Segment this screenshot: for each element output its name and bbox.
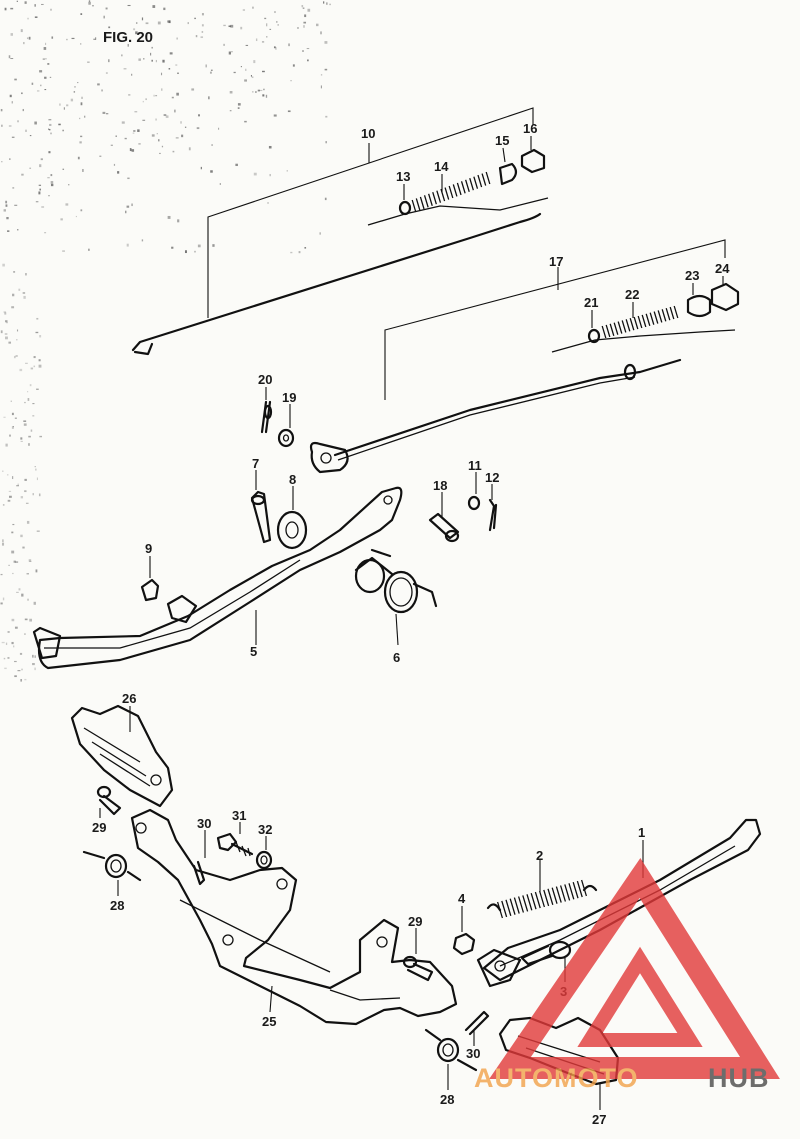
callout-20: 20 [258,372,272,387]
callout-16: 16 [523,121,537,136]
brake-rod-17 [309,239,740,474]
spring-22 [601,305,679,339]
nut-4 [452,932,476,956]
cotter-pin-20 [260,400,273,434]
scan-noise [0,0,331,682]
callout-4: 4 [458,891,466,906]
pin-18 [428,512,460,543]
callout-5: 5 [250,644,257,659]
watermark-triangle-outer [489,857,780,1079]
callout-2: 2 [536,848,543,863]
cotter-30-right [464,1010,490,1036]
nut-32 [255,850,273,870]
spring-14 [411,171,491,213]
callout-28-left: 28 [110,898,124,913]
callout-12: 12 [485,470,499,485]
callout-13: 13 [396,169,410,184]
callout-17: 17 [549,254,563,269]
callout-14: 14 [434,159,449,174]
callout-29-left: 29 [92,820,106,835]
callout-27: 27 [592,1112,606,1127]
callout-21: 21 [584,295,598,310]
watermark-triangle-inner [577,946,703,1047]
callout-1: 1 [638,825,645,840]
watermark-logo: AUTOMOTO HUB [474,857,780,1093]
callout-10: 10 [361,126,375,141]
brake-pedal-5 [32,486,403,670]
callout-28-right: 28 [440,1092,454,1107]
figure-title: FIG. 20 [103,29,153,46]
footrest-bracket-25 [130,808,458,1026]
callout-19: 19 [282,390,296,405]
cotter-pin-12 [488,498,498,532]
callout-labels: 1 2 3 4 5 6 7 8 9 10 11 12 13 14 15 16 1… [92,121,730,1127]
joint-15 [498,162,518,186]
joint-23 [686,294,712,318]
watermark-text-automoto: AUTOMOTO [474,1063,639,1093]
return-spring-6 [370,548,438,614]
spring-2 [486,879,598,919]
callout-15: 15 [495,133,509,148]
spring-28-right [424,1028,478,1072]
nut-13 [398,200,412,216]
callout-25: 25 [262,1014,276,1029]
bolt-31 [216,832,254,857]
callout-6: 6 [393,650,400,665]
callout-8: 8 [289,472,296,487]
callout-30-left: 30 [197,816,211,831]
nut-21 [587,328,601,344]
callout-18: 18 [433,478,447,493]
washer-19 [277,428,295,448]
callout-31: 31 [232,808,246,823]
pin-29-left [96,785,122,816]
footrest-26 [70,704,174,808]
spring-28-left [82,850,142,882]
washer-8 [276,510,308,550]
pin-29-right [402,955,434,982]
washer-11 [467,495,481,511]
callout-23: 23 [685,268,699,283]
callout-29-right: 29 [408,914,422,929]
callout-32: 32 [258,822,272,837]
bolt-7 [250,490,272,544]
callout-30-right: 30 [466,1046,480,1061]
nut-24 [710,282,740,312]
callout-11: 11 [468,458,482,473]
callout-24: 24 [715,261,730,276]
rod-end-17 [309,441,349,474]
callout-26: 26 [122,691,136,706]
callout-9: 9 [145,541,152,556]
cotter-30-left [192,860,206,886]
nut-9 [140,578,160,602]
callout-22: 22 [625,287,639,302]
brake-rod-10 [131,107,549,356]
watermark-text-hub: HUB [708,1063,770,1093]
nut-16 [520,148,546,174]
callout-7: 7 [252,456,259,471]
